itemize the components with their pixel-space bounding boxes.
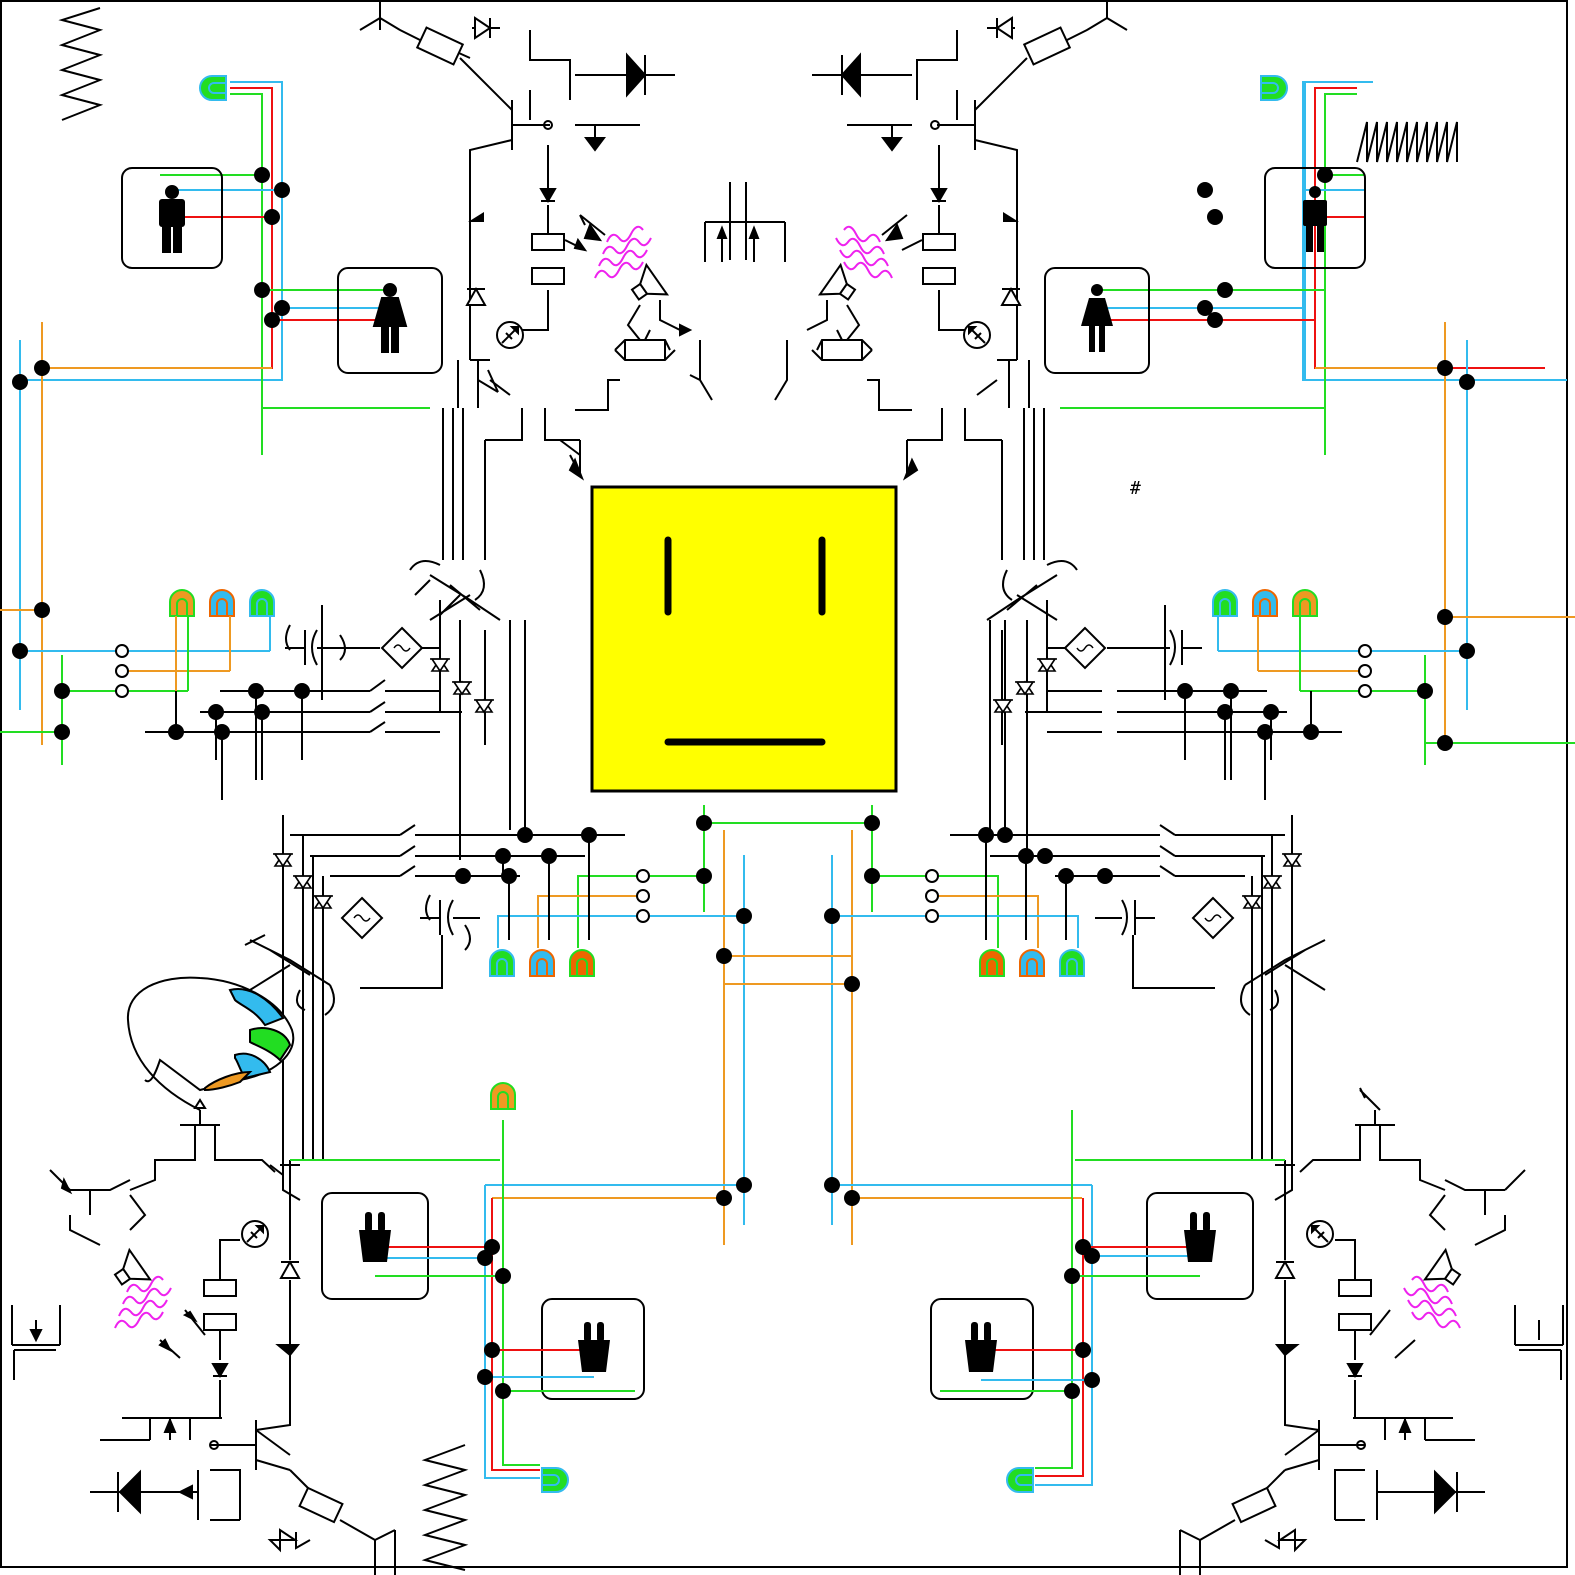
female-person-icon [373, 283, 407, 353]
plug-icon [359, 1212, 391, 1262]
plug-icon [965, 1322, 997, 1372]
woman-box-top-left [337, 267, 443, 374]
quadrant-top-right [774, 2, 1575, 860]
hash-marker: # [1130, 478, 1141, 499]
switch-network-left [285, 560, 526, 860]
smiley-face-panel [590, 485, 898, 793]
wires-top-left [0, 81, 430, 765]
zigzag-top-left [58, 7, 104, 121]
hand-drawing [126, 976, 295, 1111]
quadrant-bottom-right [930, 815, 1564, 1575]
plug-icon [578, 1322, 610, 1372]
plug-icon [1184, 1212, 1216, 1262]
center-bottom-wiring [485, 805, 1092, 1245]
quadrant-bottom-left [11, 815, 645, 1575]
photodiode-icon-top-left [496, 321, 524, 349]
male-person-icon [159, 185, 185, 253]
female-person-icon [1081, 284, 1113, 352]
man-box-top-left [121, 167, 223, 269]
quadrant-top-left [0, 2, 786, 860]
